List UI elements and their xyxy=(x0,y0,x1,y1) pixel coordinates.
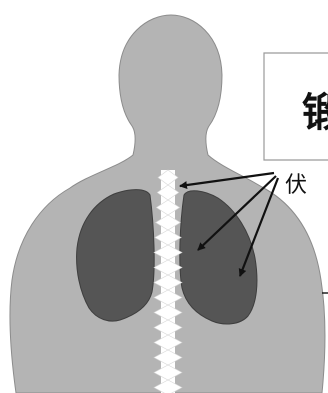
callout-label: 伏 xyxy=(285,173,307,198)
callout-title: 锻 xyxy=(302,90,328,136)
